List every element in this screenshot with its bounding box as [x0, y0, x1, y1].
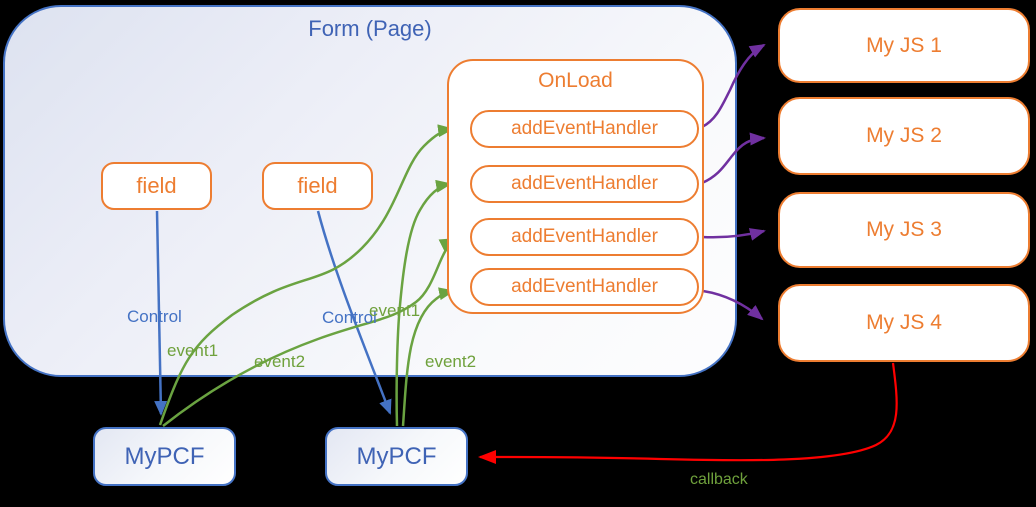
event2-arrow-left	[162, 237, 456, 427]
callback-arrow	[478, 362, 898, 465]
field-box-2: field	[262, 162, 373, 210]
mypcf-box-left: MyPCF	[93, 427, 236, 486]
handler4-to-myjs4-arrow	[702, 289, 764, 321]
add-event-handler-2: addEventHandler	[470, 165, 699, 203]
add-event-handler-1: addEventHandler	[470, 110, 699, 148]
control-arrow-left	[154, 210, 168, 416]
mypcf-box-right: MyPCF	[325, 427, 468, 486]
myjs-box-4: My JS 4	[778, 284, 1030, 362]
onload-title: OnLoad	[538, 69, 613, 92]
handler3-to-myjs3-arrow	[701, 228, 766, 241]
myjs-box-3: My JS 3	[778, 192, 1030, 268]
field-box-1: field	[101, 162, 212, 210]
myjs-box-2: My JS 2	[778, 97, 1030, 175]
event1-label-left: event1	[167, 341, 219, 360]
handler1-to-myjs1-arrow	[701, 43, 766, 129]
event1-arrow-right	[395, 179, 452, 427]
handler2-to-myjs2-arrow	[701, 132, 766, 185]
event1-arrow-left	[158, 124, 454, 426]
form-page-title: Form (Page)	[308, 16, 432, 41]
event2-label-right: event2	[425, 352, 477, 371]
event1-label-right: event1	[369, 301, 421, 320]
event2-arrow-right	[401, 287, 455, 427]
myjs-box-1: My JS 1	[778, 8, 1030, 83]
control-label-right: Control	[322, 308, 377, 327]
control-label-left: Control	[127, 307, 182, 326]
control-arrow-right	[316, 210, 392, 415]
add-event-handler-3: addEventHandler	[470, 218, 699, 256]
callback-label: callback	[690, 471, 748, 488]
add-event-handler-4: addEventHandler	[470, 268, 699, 306]
event2-label-left: event2	[254, 352, 306, 371]
